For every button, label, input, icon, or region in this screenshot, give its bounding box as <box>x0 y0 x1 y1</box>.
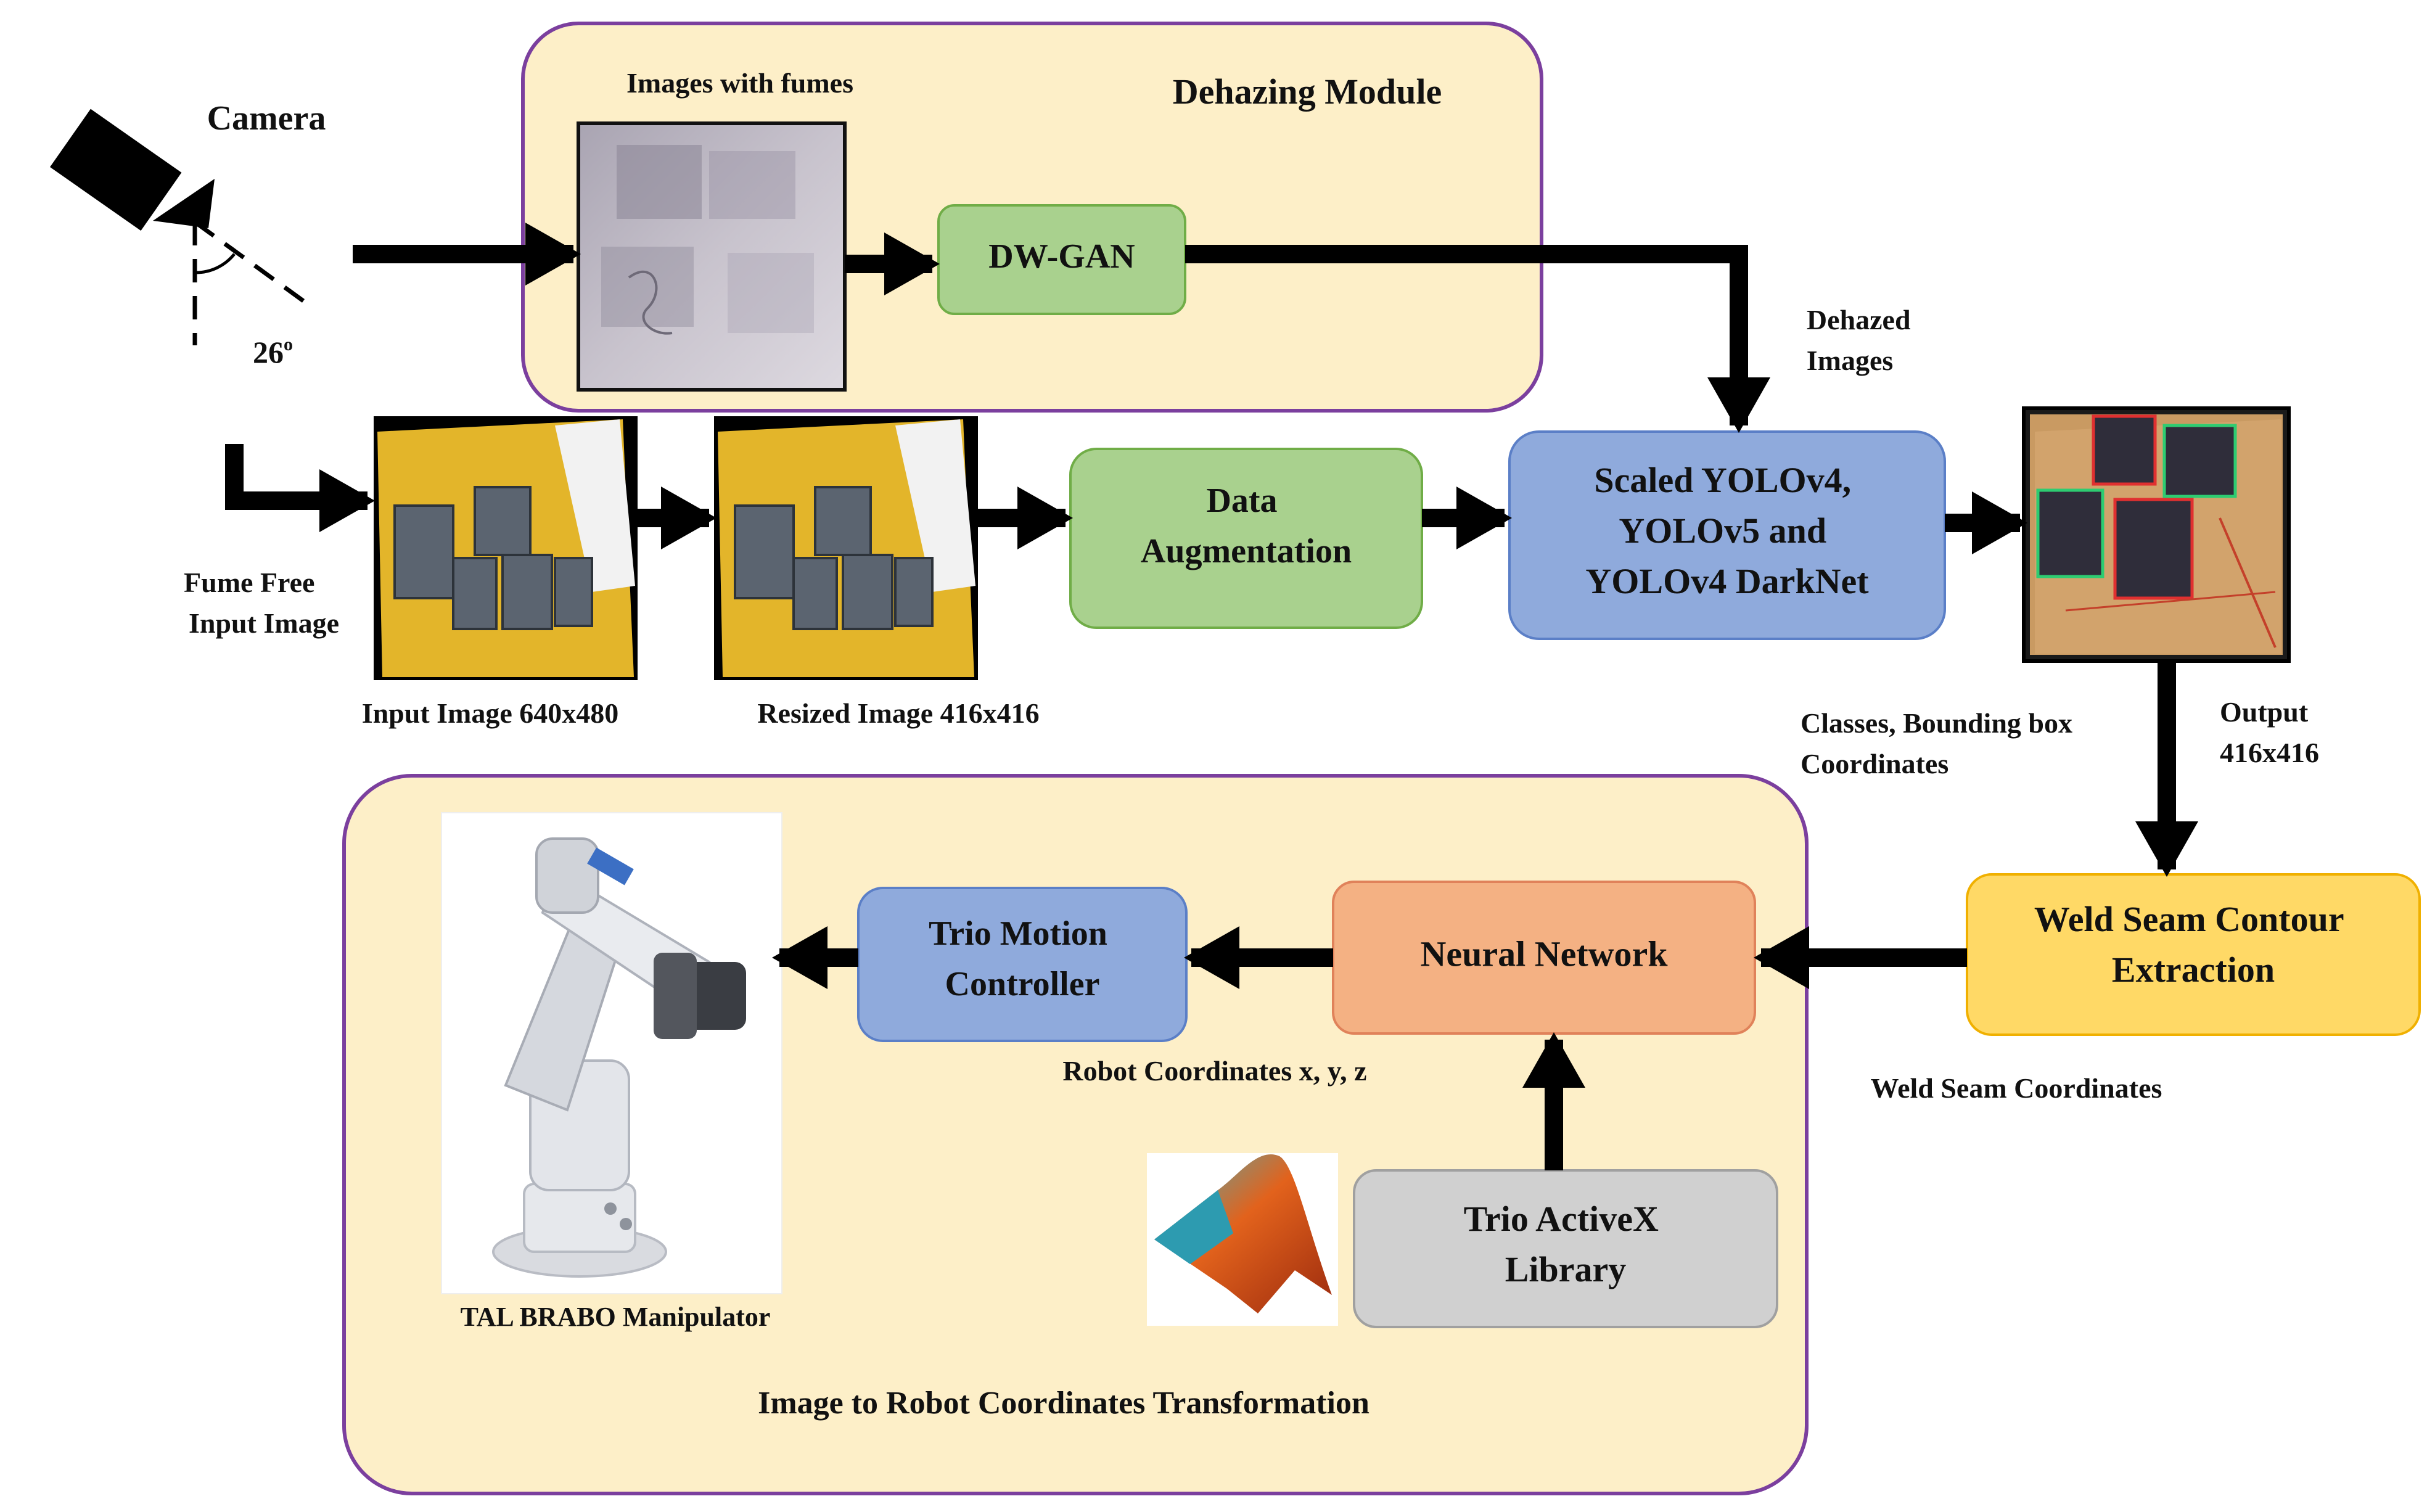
neural-network-label: Neural Network <box>1420 934 1668 974</box>
arrow-camera-to-input <box>225 444 376 532</box>
angle-label: 26o <box>253 334 293 369</box>
robot-manipulator-image <box>441 812 782 1294</box>
matlab-logo-icon <box>1147 1153 1338 1326</box>
images-with-fumes-label: Images with fumes <box>626 67 853 99</box>
fume-image <box>577 121 847 392</box>
arrow-dwgan-to-yolo <box>1185 245 1771 433</box>
classes-bbox-label: Classes, Bounding box Coordinates <box>1801 707 2080 779</box>
output-size-label: Output 416x416 <box>2220 696 2319 768</box>
resized-image-label: Resized Image 416x416 <box>757 697 1039 729</box>
dehazed-images-label: Dehazed Images <box>1807 304 1918 376</box>
yolo-label: Scaled YOLOv4, YOLOv5 and YOLOv4 DarkNet <box>1585 460 1869 601</box>
weld-contour-label: Weld Seam Contour Extraction <box>2034 899 2352 990</box>
arrows <box>225 222 2199 1170</box>
dwgan-label: DW-GAN <box>988 237 1135 276</box>
trio-motion-label: Trio Motion Controller <box>929 914 1116 1003</box>
resized-image <box>714 416 978 680</box>
output-image <box>2022 406 2291 663</box>
angle-unit: o <box>284 334 293 355</box>
camera-label: Camera <box>207 99 326 138</box>
camera-icon <box>50 109 305 345</box>
weld-seam-coords-label: Weld Seam Coordinates <box>1871 1072 2162 1104</box>
dehazing-module-title: Dehazing Module <box>1173 72 1442 112</box>
trio-activex-block <box>1353 1169 1778 1328</box>
angle-value: 26 <box>253 335 284 369</box>
input-image <box>374 416 638 680</box>
manipulator-label: TAL BRABO Manipulator <box>461 1302 771 1332</box>
robot-coords-label: Robot Coordinates x, y, z <box>1062 1055 1366 1087</box>
input-image-label: Input Image 640x480 <box>362 697 619 729</box>
data-augmentation-label: Data Augmentation <box>1141 482 1352 570</box>
transformation-module-title: Image to Robot Coordinates Transformatio… <box>758 1386 1369 1421</box>
fume-free-label: Fume Free Input Image <box>184 567 339 639</box>
trio-motion-block <box>857 887 1188 1042</box>
trio-activex-label: Trio ActiveX Library <box>1464 1199 1668 1289</box>
